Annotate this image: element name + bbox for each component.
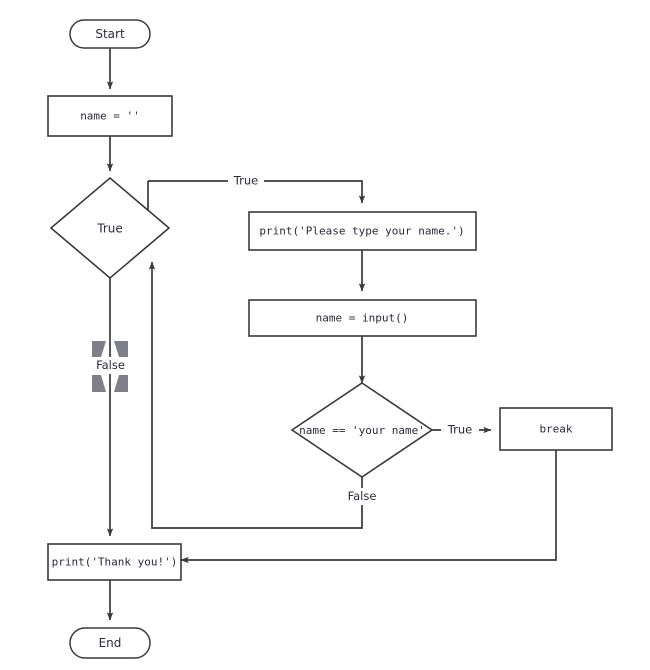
node-end[interactable]: End (69, 627, 151, 659)
edge-break-to-print-thanks (180, 450, 557, 564)
node-read-input-label: name = input() (316, 312, 409, 325)
node-init-label: name = '' (80, 110, 140, 123)
node-end-label: End (99, 636, 122, 650)
edge-label-loop-true: True (228, 173, 264, 189)
edge-label-name-true-text: True (447, 423, 472, 437)
node-break[interactable]: break (499, 407, 613, 451)
node-loop-cond[interactable]: True (49, 176, 171, 280)
edge-label-loop-false: False (90, 357, 131, 374)
node-break-label: break (539, 423, 572, 436)
edge-label-name-false-text: False (348, 489, 377, 503)
edge-label-name-true: True (441, 422, 479, 438)
edge-label-loop-true-text: True (233, 174, 258, 188)
node-name-cond[interactable]: name == 'your name' (290, 382, 434, 478)
edge-loop-true-to-print-prompt (148, 180, 366, 204)
node-init[interactable]: name = '' (47, 95, 173, 137)
edge-label-name-false: False (341, 488, 383, 505)
node-print-prompt-label: print('Please type your name.') (259, 225, 464, 238)
node-name-cond-label: name == 'your name' (299, 424, 425, 437)
selection-marker-icon (92, 341, 128, 392)
node-print-prompt[interactable]: print('Please type your name.') (248, 211, 477, 251)
node-loop-cond-label: True (96, 222, 123, 236)
node-print-thanks[interactable]: print('Thank you!') (47, 543, 182, 581)
node-start-label: Start (95, 27, 125, 41)
node-print-thanks-label: print('Thank you!') (52, 556, 178, 569)
edge-label-loop-false-text: False (96, 358, 125, 372)
node-start[interactable]: Start (69, 19, 151, 49)
node-read-input[interactable]: name = input() (248, 299, 477, 337)
